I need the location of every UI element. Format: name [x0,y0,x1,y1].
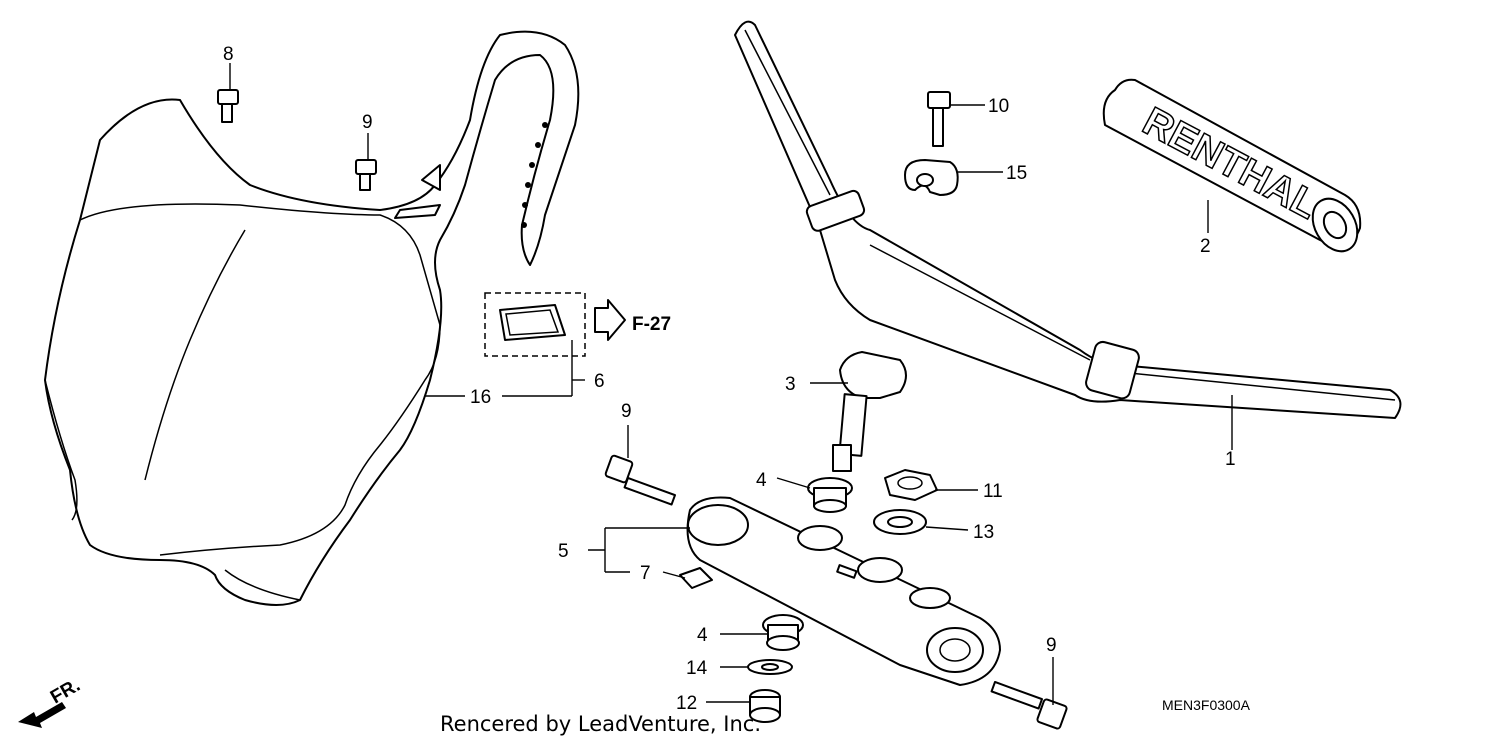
nut-12[interactable] [749,689,781,723]
callout-8: 8 [223,44,234,65]
callout-15: 15 [1006,163,1027,184]
bolt-10[interactable] [927,91,951,147]
plate-7[interactable] [679,567,713,589]
callout-10: 10 [988,96,1009,117]
washer-14[interactable] [747,659,793,675]
drawing-code: MEN3F0300A [1162,697,1251,713]
top-bridge[interactable] [686,496,1001,686]
callout-6: 6 [594,371,605,392]
crossbar-pad[interactable]: RENTHAL [1102,78,1367,260]
bolt-9-upper[interactable] [604,454,676,506]
clamp-15[interactable] [904,159,959,196]
grip-brand-text: RENTHAL [1136,99,1325,228]
emblem-group[interactable] [484,292,586,357]
front-label: FR. [47,675,84,708]
credit-text: Rencered by LeadVenture, Inc. [440,712,761,736]
reference-label: F-27 [632,314,671,335]
callout-14: 14 [686,658,708,679]
cushion-4-upper[interactable] [807,477,853,513]
number-plate[interactable] [44,30,580,606]
callout-9: 9 [621,401,632,422]
callout-11: 11 [983,481,1003,502]
cushion-4-lower[interactable] [762,614,804,651]
handlebar-holder[interactable] [832,351,907,472]
callout-12: 12 [676,693,697,714]
callout-16: 16 [470,387,491,408]
reference-arrow [594,299,626,341]
callout-2: 2 [1200,236,1211,257]
callout-labels: 8 9 10 15 2 3 1 6 16 9 4 11 13 5 7 4 14 … [223,44,1236,714]
callout-8: 9 [362,112,373,133]
callout-4: 4 [697,625,708,646]
front-arrow: FR. [18,675,84,728]
strap-holes [521,122,548,228]
callout-13: 13 [973,522,994,543]
bolt-8-left[interactable] [217,89,239,123]
washer-13[interactable] [873,509,927,535]
handlebar[interactable] [734,20,1402,419]
callout-5: 5 [558,541,569,562]
callout-9: 9 [1046,635,1057,656]
bolt-9-lower[interactable] [990,681,1068,730]
leader-lines [229,63,1233,705]
bolt-8-right[interactable] [355,159,377,191]
callout-1: 1 [1225,449,1236,470]
callout-7: 7 [640,563,651,584]
nut-11[interactable] [884,469,938,501]
callout-4: 4 [756,470,767,491]
callout-3: 3 [785,374,796,395]
